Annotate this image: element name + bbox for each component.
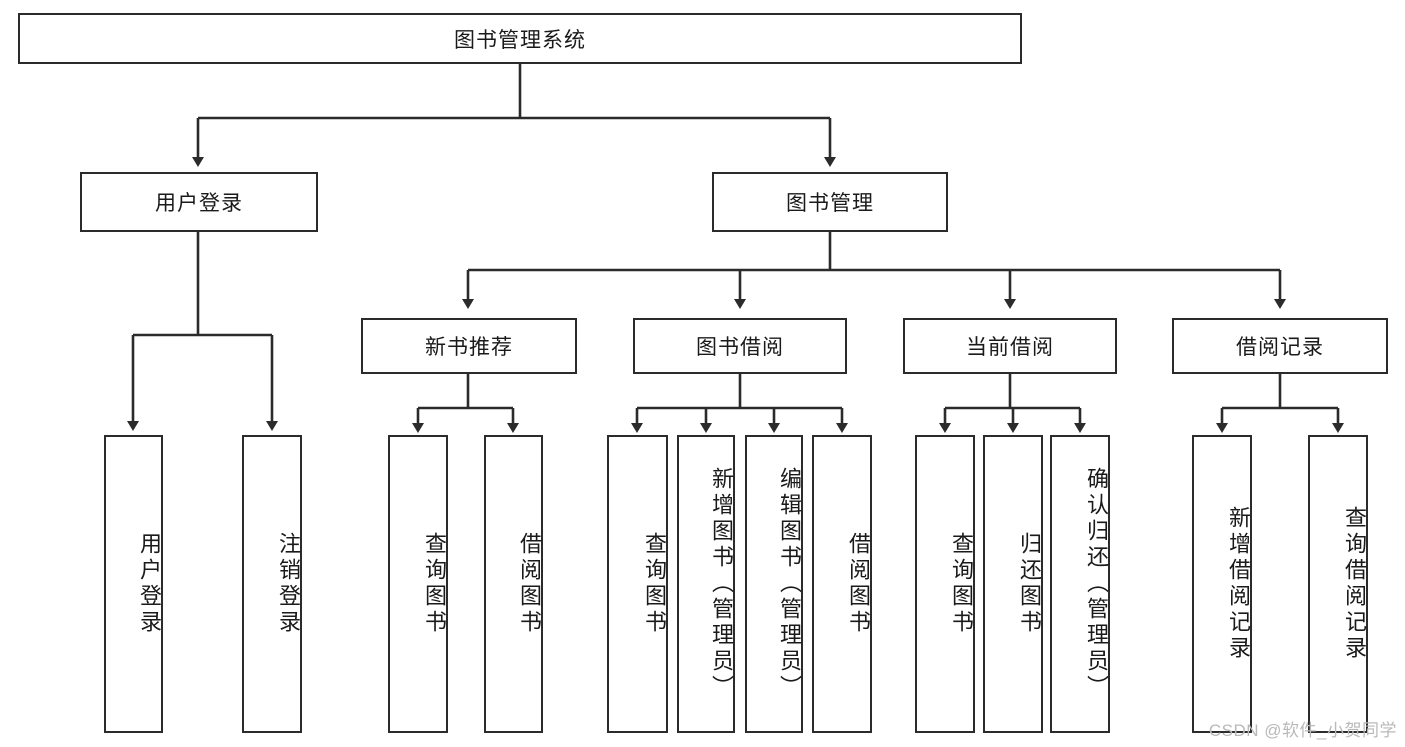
- node-book-management[interactable]: 图书管理: [712, 172, 948, 232]
- csdn-watermark: CSDN @软件_小贺同学: [1208, 721, 1397, 740]
- leaf-user-login-signout[interactable]: 注销登录: [242, 435, 302, 733]
- leaf-current-confirm-return-admin[interactable]: 确认归还（管理员）: [1050, 435, 1110, 733]
- node-label: 查询借阅记录: [1342, 506, 1367, 662]
- node-label: 图书管理系统: [454, 28, 586, 52]
- node-book-borrowing[interactable]: 图书借阅: [633, 318, 847, 374]
- node-label: 确认归还（管理员）: [1084, 467, 1109, 701]
- leaf-borrow-edit-book-admin[interactable]: 编辑图书（管理员）: [745, 435, 803, 733]
- node-label: 借阅图书: [846, 532, 871, 636]
- leaf-borrow-borrow-book[interactable]: 借阅图书: [812, 435, 872, 733]
- node-label: 查询图书: [642, 532, 667, 636]
- node-label: 归还图书: [1017, 532, 1042, 636]
- node-label: 用户登录: [137, 532, 162, 636]
- node-label: 借阅记录: [1236, 336, 1324, 359]
- node-current-borrowing[interactable]: 当前借阅: [903, 318, 1117, 374]
- leaf-borrow-add-book-admin[interactable]: 新增图书（管理员）: [677, 435, 735, 733]
- node-user-login[interactable]: 用户登录: [80, 172, 318, 232]
- leaf-record-add-record[interactable]: 新增借阅记录: [1192, 435, 1252, 733]
- node-label: 查询图书: [949, 532, 974, 636]
- node-label: 借阅图书: [517, 532, 542, 636]
- node-borrow-records[interactable]: 借阅记录: [1172, 318, 1388, 374]
- leaf-user-login-signin[interactable]: 用户登录: [104, 435, 163, 733]
- leaf-current-return-book[interactable]: 归还图书: [983, 435, 1043, 733]
- node-label: 新书推荐: [425, 336, 513, 359]
- node-new-book-recommendation[interactable]: 新书推荐: [361, 318, 577, 374]
- leaf-current-query-book[interactable]: 查询图书: [915, 435, 975, 733]
- node-label: 用户登录: [155, 192, 243, 215]
- leaf-new-book-query[interactable]: 查询图书: [388, 435, 448, 733]
- node-label: 图书管理: [786, 192, 874, 215]
- leaf-record-query-record[interactable]: 查询借阅记录: [1308, 435, 1368, 733]
- node-label: 新增图书（管理员）: [709, 467, 734, 701]
- node-label: 图书借阅: [696, 336, 784, 359]
- node-label: 查询图书: [422, 532, 447, 636]
- node-root-book-management-system[interactable]: 图书管理系统: [18, 13, 1022, 64]
- leaf-borrow-query-book[interactable]: 查询图书: [607, 435, 668, 733]
- node-label: 注销登录: [276, 532, 301, 636]
- node-label: 当前借阅: [966, 336, 1054, 359]
- node-label: 新增借阅记录: [1226, 506, 1251, 662]
- leaf-new-book-borrow[interactable]: 借阅图书: [484, 435, 543, 733]
- node-label: 编辑图书（管理员）: [777, 467, 802, 701]
